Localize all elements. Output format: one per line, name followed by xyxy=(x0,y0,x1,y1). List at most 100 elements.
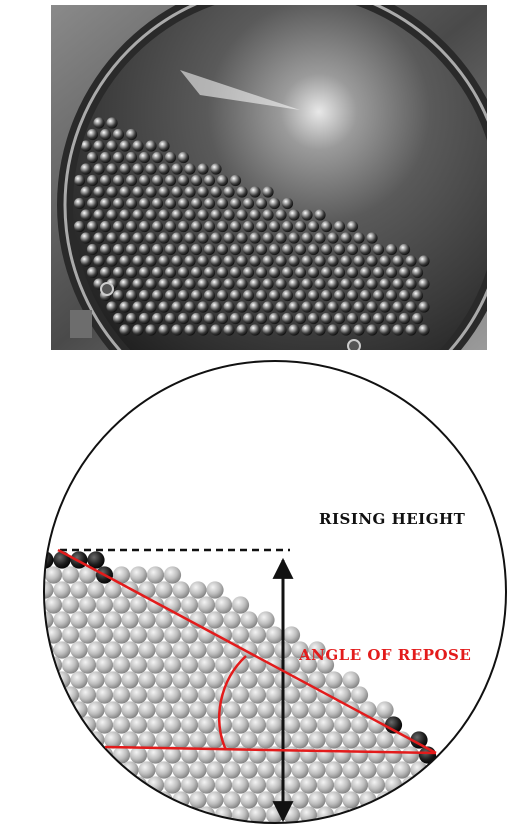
steel-ball xyxy=(158,301,170,313)
steel-ball xyxy=(281,243,294,256)
particle xyxy=(197,746,216,764)
steel-ball xyxy=(158,255,170,267)
particle xyxy=(70,731,88,749)
steel-ball xyxy=(255,266,268,279)
particle xyxy=(223,761,241,779)
particle xyxy=(172,701,190,719)
particle xyxy=(138,791,156,809)
particle xyxy=(163,686,182,704)
steel-ball xyxy=(262,301,274,313)
particle xyxy=(44,686,63,704)
steel-ball xyxy=(223,209,235,221)
steel-ball xyxy=(125,174,138,187)
steel-ball xyxy=(301,255,313,267)
particle xyxy=(104,581,122,599)
steel-ball xyxy=(125,289,138,302)
steel-ball xyxy=(294,266,307,279)
particle xyxy=(138,641,156,659)
steel-ball xyxy=(210,163,222,175)
particle xyxy=(325,761,343,779)
particle xyxy=(376,761,394,779)
particle xyxy=(206,641,224,659)
steel-ball xyxy=(236,301,248,313)
steel-ball xyxy=(333,243,346,256)
particle xyxy=(53,641,71,659)
steel-ball xyxy=(242,243,255,256)
particle xyxy=(452,806,471,823)
steel-ball xyxy=(281,266,294,279)
particle xyxy=(70,641,88,659)
steel-ball xyxy=(177,243,190,256)
steel-ball xyxy=(288,209,300,221)
particle xyxy=(452,776,471,794)
particle xyxy=(197,716,216,734)
particle xyxy=(104,731,122,749)
particle xyxy=(112,716,131,734)
particle xyxy=(308,821,326,823)
steel-ball xyxy=(340,324,352,336)
steel-ball xyxy=(398,312,411,325)
steel-ball xyxy=(190,289,203,302)
particle xyxy=(53,821,71,823)
particle xyxy=(163,656,182,674)
particle xyxy=(223,671,241,689)
particle xyxy=(61,566,80,584)
particle xyxy=(121,671,139,689)
particle xyxy=(53,581,71,599)
particle xyxy=(410,731,428,749)
steel-ball xyxy=(138,220,151,233)
particle xyxy=(206,611,224,629)
steel-ball xyxy=(262,232,274,244)
particle xyxy=(444,821,462,823)
particle xyxy=(172,641,190,659)
particle xyxy=(189,671,207,689)
particle xyxy=(410,791,428,809)
steel-ball xyxy=(177,174,190,187)
steel-ball xyxy=(184,209,196,221)
steel-ball xyxy=(99,266,112,279)
steel-ball xyxy=(320,312,333,325)
steel-ball xyxy=(307,289,320,302)
steel-ball xyxy=(210,301,222,313)
particle xyxy=(291,791,309,809)
steel-ball xyxy=(229,220,242,233)
steel-ball xyxy=(210,232,222,244)
particle xyxy=(180,686,199,704)
steel-ball xyxy=(164,174,177,187)
steel-ball xyxy=(301,324,313,336)
particle xyxy=(350,746,369,764)
particle xyxy=(231,656,250,674)
steel-ball xyxy=(216,289,229,302)
steel-ball xyxy=(80,209,92,221)
particle xyxy=(418,776,437,794)
particle xyxy=(350,686,369,704)
particle xyxy=(163,806,182,823)
steel-ball xyxy=(229,197,242,210)
steel-ball xyxy=(145,301,157,313)
particle xyxy=(155,701,173,719)
steel-ball xyxy=(385,312,398,325)
particle xyxy=(189,611,207,629)
particle xyxy=(401,746,420,764)
particle xyxy=(95,626,114,644)
steel-ball xyxy=(184,324,196,336)
steel-ball xyxy=(190,220,203,233)
steel-ball xyxy=(164,197,177,210)
steel-ball xyxy=(93,117,105,129)
steel-ball xyxy=(197,278,209,290)
particle xyxy=(265,626,284,644)
drum-circle-outline xyxy=(43,360,507,824)
steel-ball xyxy=(379,255,391,267)
particle xyxy=(155,671,173,689)
steel-ball xyxy=(411,266,424,279)
particle xyxy=(44,701,54,719)
steel-ball xyxy=(145,163,157,175)
particle xyxy=(291,731,309,749)
particle xyxy=(112,686,131,704)
particle xyxy=(257,731,275,749)
steel-ball xyxy=(151,151,164,164)
particle xyxy=(138,701,156,719)
steel-ball xyxy=(392,301,404,313)
steel-ball xyxy=(210,255,222,267)
particle xyxy=(70,791,88,809)
